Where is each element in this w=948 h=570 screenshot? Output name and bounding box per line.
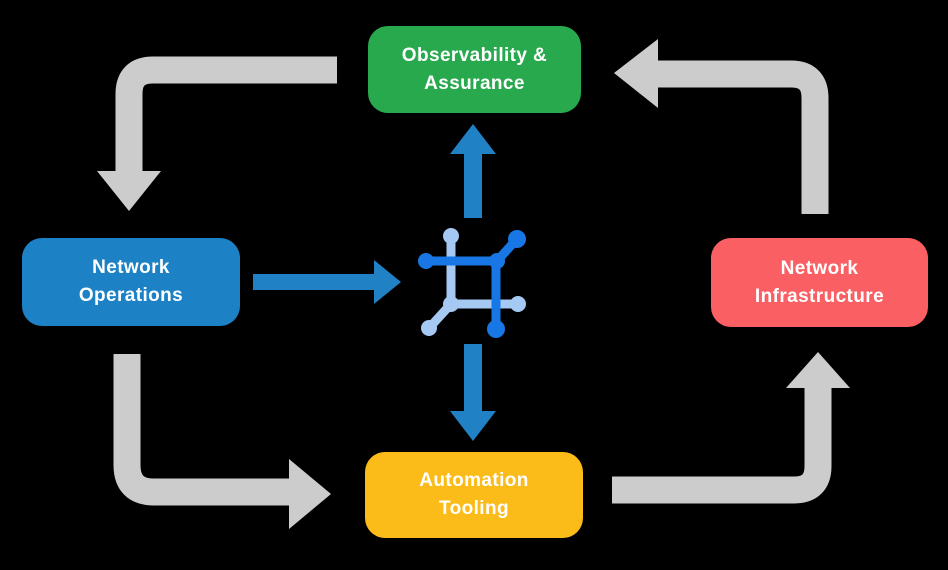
node-label-line: Automation [419, 470, 529, 492]
arrow-head [786, 352, 850, 388]
arrow-shaft [115, 56, 337, 173]
node-network-infrastructure: Network Infrastructure [711, 238, 928, 327]
node-label-line: Network [780, 257, 859, 279]
arrow-center-to-observability [450, 124, 496, 218]
icon-dark-top-right-node [508, 230, 526, 248]
arrow-operations-to-center [253, 260, 401, 304]
arrow-shaft [658, 60, 829, 214]
icon-dark-bottom-node [487, 320, 505, 338]
node-automation-tooling: Automation Tooling [365, 452, 583, 538]
node-network-operations: Network Operations [22, 238, 240, 326]
network-mesh-icon [418, 228, 526, 338]
icon-light-top-node [443, 228, 459, 244]
arrow-head [289, 459, 331, 529]
node-label-line: Assurance [424, 72, 525, 94]
arrow-infrastructure-to-observability [614, 39, 829, 214]
arrow-head [97, 171, 161, 211]
node-label-line: Operations [78, 285, 184, 306]
arrow-shaft [113, 354, 290, 506]
icon-dark-corner-node [489, 253, 505, 269]
node-label-line: Network [92, 257, 170, 279]
arrow-shaft [612, 388, 832, 504]
icon-light-corner-node [443, 296, 459, 312]
arrow-observability-to-operations [97, 56, 337, 211]
node-label-line: Tooling [439, 498, 509, 519]
arrow-operations-to-automation [113, 354, 331, 529]
node-label-line: Observability & [401, 44, 548, 66]
arrow-head [374, 260, 401, 304]
icon-light-bottom-left-node [421, 320, 437, 336]
node-label-line: Infrastructure [754, 285, 885, 307]
arrow-head [450, 124, 496, 154]
icon-light-right-node [510, 296, 526, 312]
node-observability-assurance: Observability & Assurance [368, 26, 581, 113]
arrow-center-to-automation [450, 344, 496, 441]
arrow-head [450, 411, 496, 441]
icon-dark-left-node [418, 253, 434, 269]
arrow-head [614, 39, 658, 108]
arrow-automation-to-infrastructure [612, 352, 850, 504]
